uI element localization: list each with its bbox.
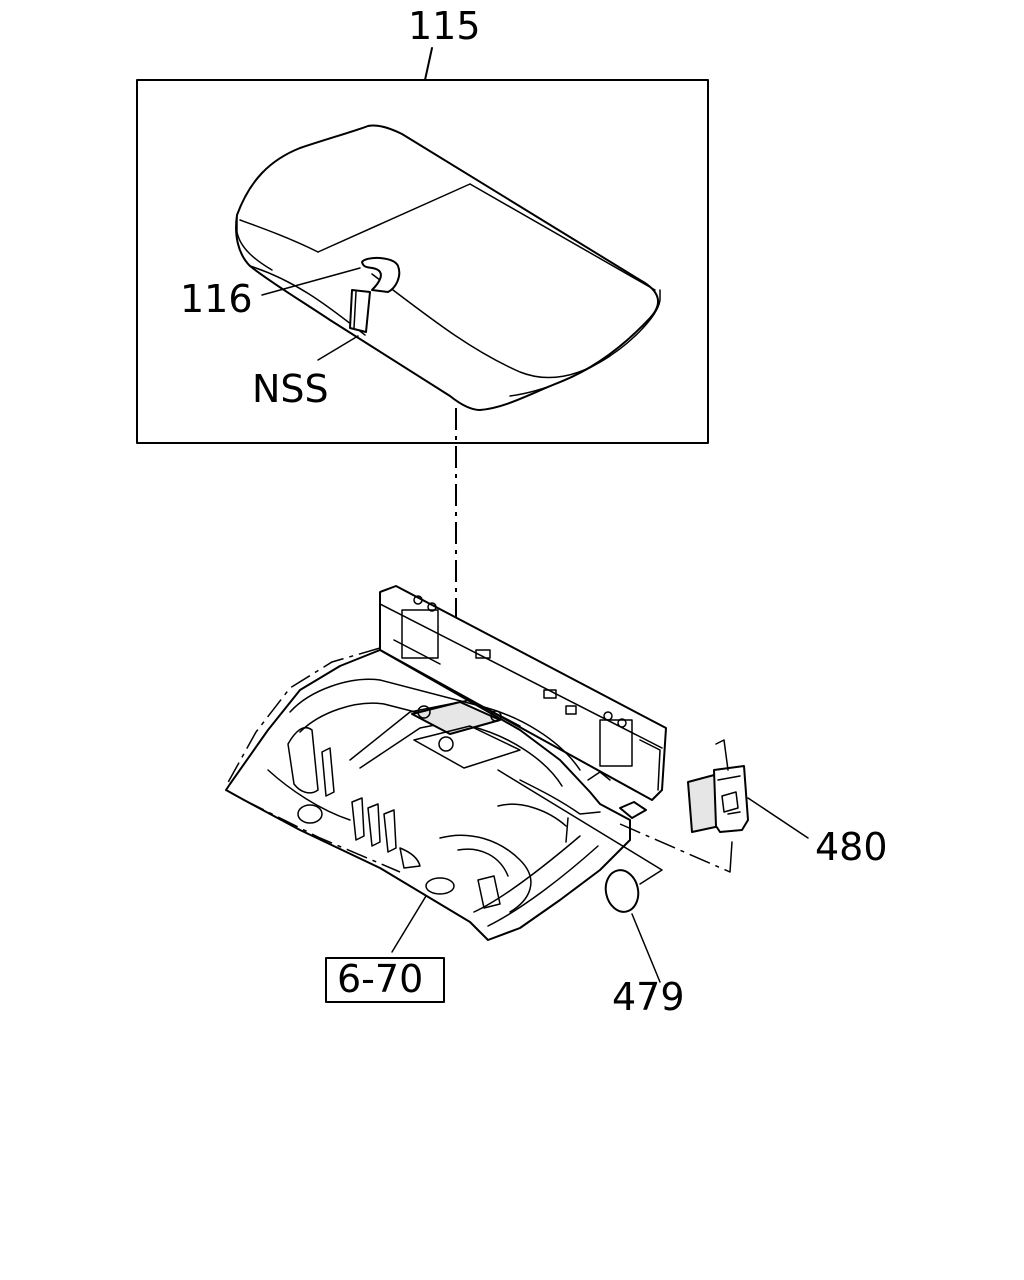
leader-479	[631, 913, 661, 983]
floor-pan-assembly	[225, 585, 667, 941]
leader-6-70	[391, 895, 427, 953]
leader-480	[747, 797, 809, 839]
plug-hole-marker	[565, 817, 569, 843]
callout-115[interactable]: 115	[408, 4, 481, 48]
leader-116	[261, 267, 361, 296]
leader-115	[424, 47, 433, 81]
plug-guide-line	[497, 769, 663, 885]
callout-479[interactable]: 479	[612, 975, 685, 1019]
seat-group-frame	[136, 79, 709, 444]
seat-strap-part	[349, 256, 401, 333]
callout-480[interactable]: 480	[815, 825, 888, 869]
callout-nss: NSS	[252, 367, 329, 411]
reference-box-6-70	[325, 957, 445, 1003]
leader-nss	[317, 335, 359, 361]
clip-centerline	[619, 823, 731, 873]
callout-6-70[interactable]: 6-70	[337, 957, 423, 1001]
plug-479[interactable]	[602, 867, 642, 915]
clip-guide-line	[729, 841, 733, 873]
clip-480[interactable]	[687, 739, 749, 833]
callout-116[interactable]: 116	[180, 277, 253, 321]
